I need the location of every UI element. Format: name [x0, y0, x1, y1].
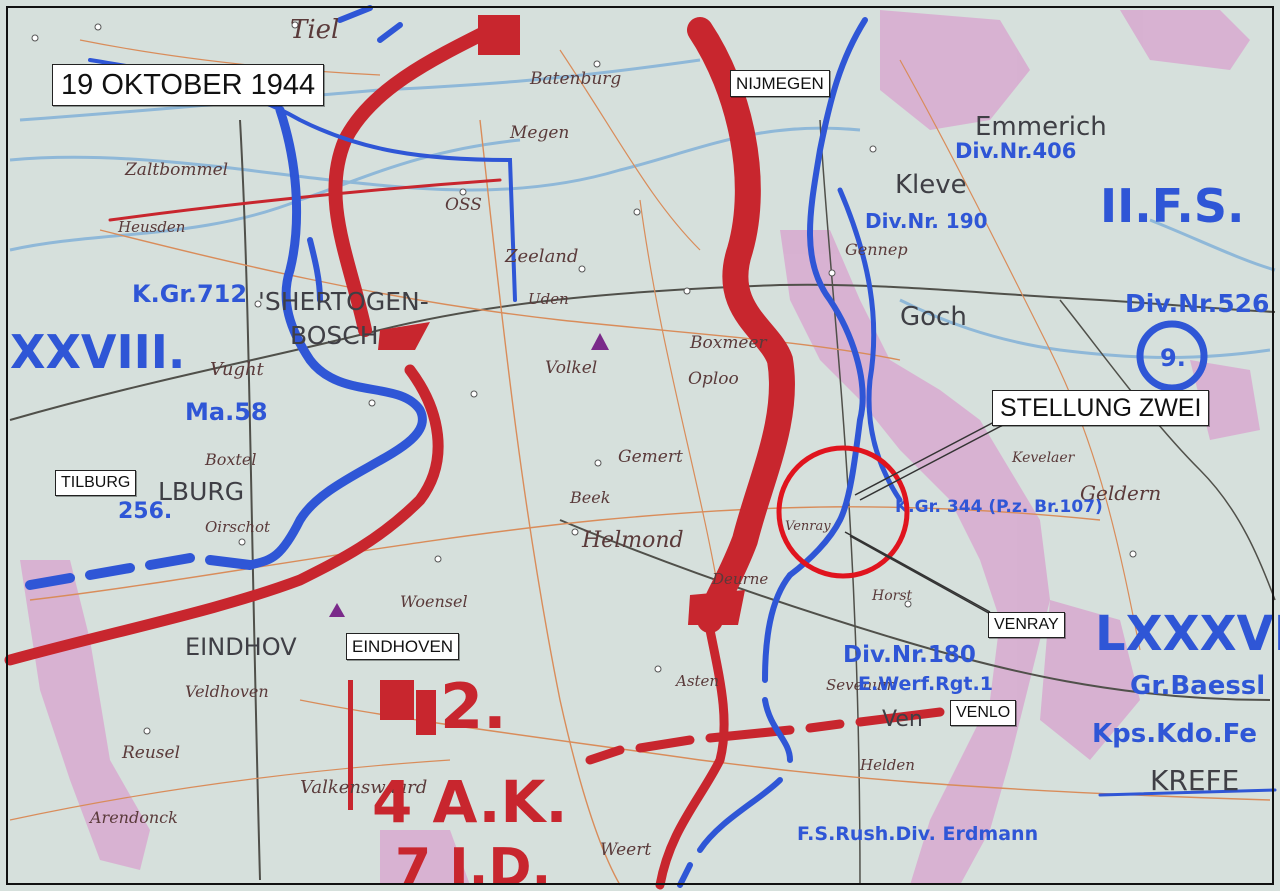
roads [9, 39, 1276, 886]
place-venray-map: Venray [785, 519, 831, 534]
unit-div-190: Div.Nr. 190 [865, 209, 988, 233]
place-valkenswaard: Valkenswaard [300, 777, 427, 798]
place-volkel: Volkel [545, 358, 597, 378]
place-hertogenbosch-line2: BOSCH [290, 321, 379, 350]
label-venray: VENRAY [988, 612, 1065, 638]
place-gennep: Gennep [845, 240, 908, 259]
place-helden: Helden [859, 756, 915, 774]
label-nijmegen: NIJMEGEN [730, 70, 830, 97]
place-boxtel: Boxtel [204, 450, 256, 469]
base-map-labels: Tiel Batenburg Megen Zaltbommel OSS Heus… [88, 15, 1239, 860]
place-sevenum: Sevenum [826, 676, 896, 694]
place-tiel: Tiel [290, 15, 339, 45]
allied-block-markers [348, 15, 745, 810]
place-deurne: Deurne [711, 570, 768, 588]
unit-gr-baessler: Gr.Baessl [1130, 671, 1265, 701]
place-kevelaer: Kevelaer [1011, 450, 1076, 466]
label-tilburg: TILBURG [55, 470, 137, 496]
place-helmond: Helmond [581, 528, 684, 553]
airfield-markers [329, 333, 609, 617]
unit-div-256: 256. [118, 499, 172, 524]
place-gemert: Gemert [618, 447, 683, 467]
unit-kps-kdo: Kps.Kdo.Fe [1092, 719, 1257, 749]
place-uden: Uden [528, 290, 569, 308]
label-venlo: VENLO [950, 700, 1017, 726]
division-9-marker [1136, 320, 1208, 392]
label-eindhoven: EINDHOVEN [346, 633, 460, 660]
unit-allied-7-id: 7 I.D. [395, 838, 551, 891]
place-venlo-map: Ven [882, 707, 923, 732]
place-eindhoven-map: EINDHOV [185, 633, 297, 661]
place-veldhoven: Veldhoven [185, 682, 269, 701]
unit-ma-58: Ma.58 [185, 398, 268, 426]
unit-e-werf-rgt: E.Werf.Rgt.1 [858, 673, 993, 695]
place-woensel: Woensel [400, 592, 468, 611]
unit-allied-4-ak: 4 A.K. [372, 768, 568, 836]
allied-unit-labels: 2. 4 A.K. 7 I.D. [372, 670, 568, 891]
place-asten: Asten [674, 672, 719, 690]
place-kleve: Kleve [895, 170, 967, 200]
unit-kgr-344: K.Gr. 344 (P.z. Br.107) [895, 497, 1103, 517]
place-oploo: Oploo [688, 369, 739, 389]
label-stellung-zwei: STELLUNG ZWEI [992, 390, 1210, 426]
unit-lxxxvi-corps: LXXXVI. [1095, 606, 1280, 662]
place-zaltbommel: Zaltbommel [124, 160, 228, 180]
unit-div-9: 9. [1160, 344, 1186, 372]
place-weert: Weert [600, 840, 651, 860]
place-arendonck: Arendonck [88, 808, 178, 827]
unit-kgr-712: K.Gr.712 [132, 280, 247, 308]
place-zeeland: Zeeland [504, 246, 578, 267]
unit-lxxxviii-corps: XXVIII. [10, 325, 185, 379]
map-date-title: 19 OKTOBER 1944 [52, 64, 325, 106]
place-boxmeer: Boxmeer [689, 333, 768, 353]
unit-ii-fs-corps: II.F.S. [1100, 179, 1244, 233]
unit-div-406: Div.Nr.406 [955, 139, 1076, 163]
place-krefeld: KREFE [1150, 764, 1239, 797]
unit-div-526: Div.Nr.526 [1125, 289, 1269, 318]
place-batenburg: Batenburg [529, 69, 621, 89]
place-emmerich: Emmerich [975, 112, 1107, 142]
unit-fs-rush-div: F.S.Rush.Div. Erdmann [797, 823, 1038, 845]
place-horst: Horst [871, 588, 913, 604]
unit-allied-2nd-army: 2. [440, 670, 507, 743]
stellung-zwei-highlight-circle [776, 445, 910, 579]
german-unit-labels: K.Gr.712 XXVIII. Ma.58 256. Div.Nr.406 I… [10, 139, 1280, 845]
place-goch: Goch [900, 302, 967, 332]
place-beek: Beek [569, 488, 610, 507]
place-vught: Vught [210, 359, 265, 380]
place-geldern: Geldern [1080, 481, 1161, 505]
place-oss: OSS [445, 195, 482, 215]
callout-leader-lines [844, 419, 1004, 617]
place-hertogenbosch-line1: 'SHERTOGEN- [258, 287, 429, 316]
unit-div-180: Div.Nr.180 [843, 642, 976, 668]
place-tilburg-map: LBURG [158, 477, 244, 506]
place-dots [31, 21, 1137, 735]
place-oirschot: Oirschot [205, 518, 271, 536]
place-reusel: Reusel [121, 743, 180, 763]
place-megen: Megen [509, 123, 569, 143]
place-heusden: Heusden [117, 218, 185, 236]
